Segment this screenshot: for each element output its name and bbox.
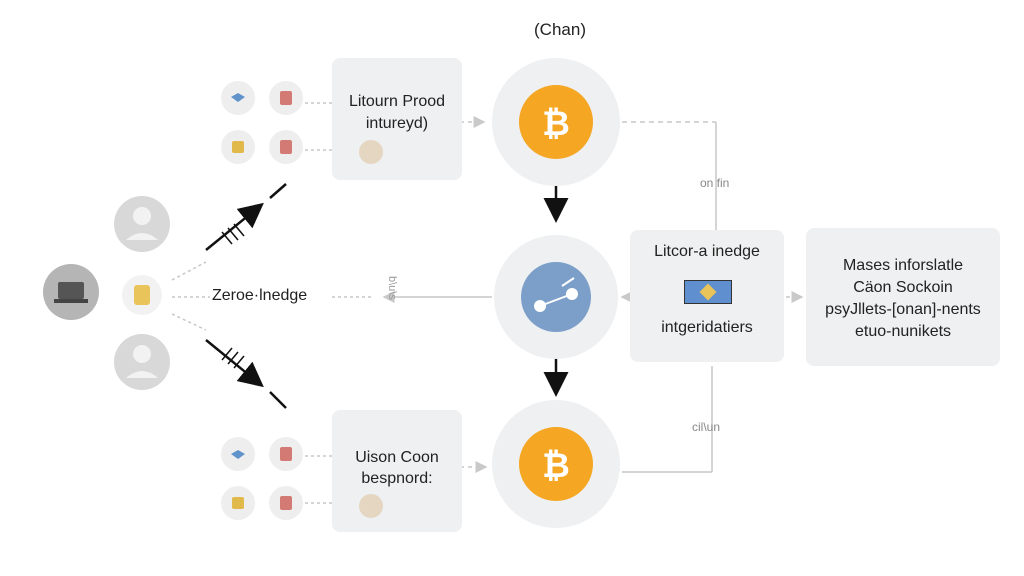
bottom-left-box-line2: bespnord: (361, 470, 433, 487)
diagram-title: (Chan) (534, 20, 586, 39)
far-right-box-line4: etuo-nunikets (854, 323, 952, 340)
bitcoin-icon-bottom (519, 427, 593, 501)
top-left-box: Litourn Prood intureyd) (332, 58, 462, 180)
top-left-box-line1: Litourn Prood (348, 93, 446, 110)
center-right-box-line2: intgeridatiers (661, 319, 753, 336)
center-right-box-line1: Litcor-a inedge (654, 243, 760, 260)
network-icon (521, 262, 591, 332)
document-icon (684, 280, 732, 304)
far-right-box-line3: psyJllets-[onan]-nents (825, 301, 981, 318)
center-right-box: Litcor-a inedge intgeridatiers (630, 230, 784, 362)
top-left-icon-cluster (221, 81, 303, 164)
svg-text:₿: ₿ (542, 447, 570, 485)
connector-lines (171, 102, 804, 504)
main-circles: ₿ ₿ (492, 58, 620, 528)
upper-edge-label: on fin (700, 176, 730, 190)
person-icon-bottom (359, 494, 383, 518)
bottom-left-box: Uison Coon bespnord: (332, 410, 462, 532)
far-right-box: Mases inforslatle Cäon Sockoin psyJllets… (806, 228, 1000, 366)
left-user-cluster (43, 196, 170, 390)
bottom-left-icon-cluster (221, 437, 303, 520)
far-right-box-line1: Mases inforslatle (842, 257, 964, 274)
top-left-box-line2: intureyd) (365, 115, 429, 132)
middle-label: Zeroe·lnedge (212, 287, 308, 304)
lower-edge-label: cil\un (692, 420, 721, 434)
svg-text:₿: ₿ (542, 105, 570, 143)
bitcoin-icon (519, 85, 593, 159)
person-icon (359, 140, 383, 164)
far-right-box-line2: Cäon Sockoin (853, 279, 953, 296)
vertical-edge-label: b\u\s (386, 276, 398, 300)
diagonal-hash-marks (221, 223, 245, 369)
flow-arrows (205, 183, 569, 409)
bottom-left-box-line1: Uison Coon (355, 449, 439, 466)
